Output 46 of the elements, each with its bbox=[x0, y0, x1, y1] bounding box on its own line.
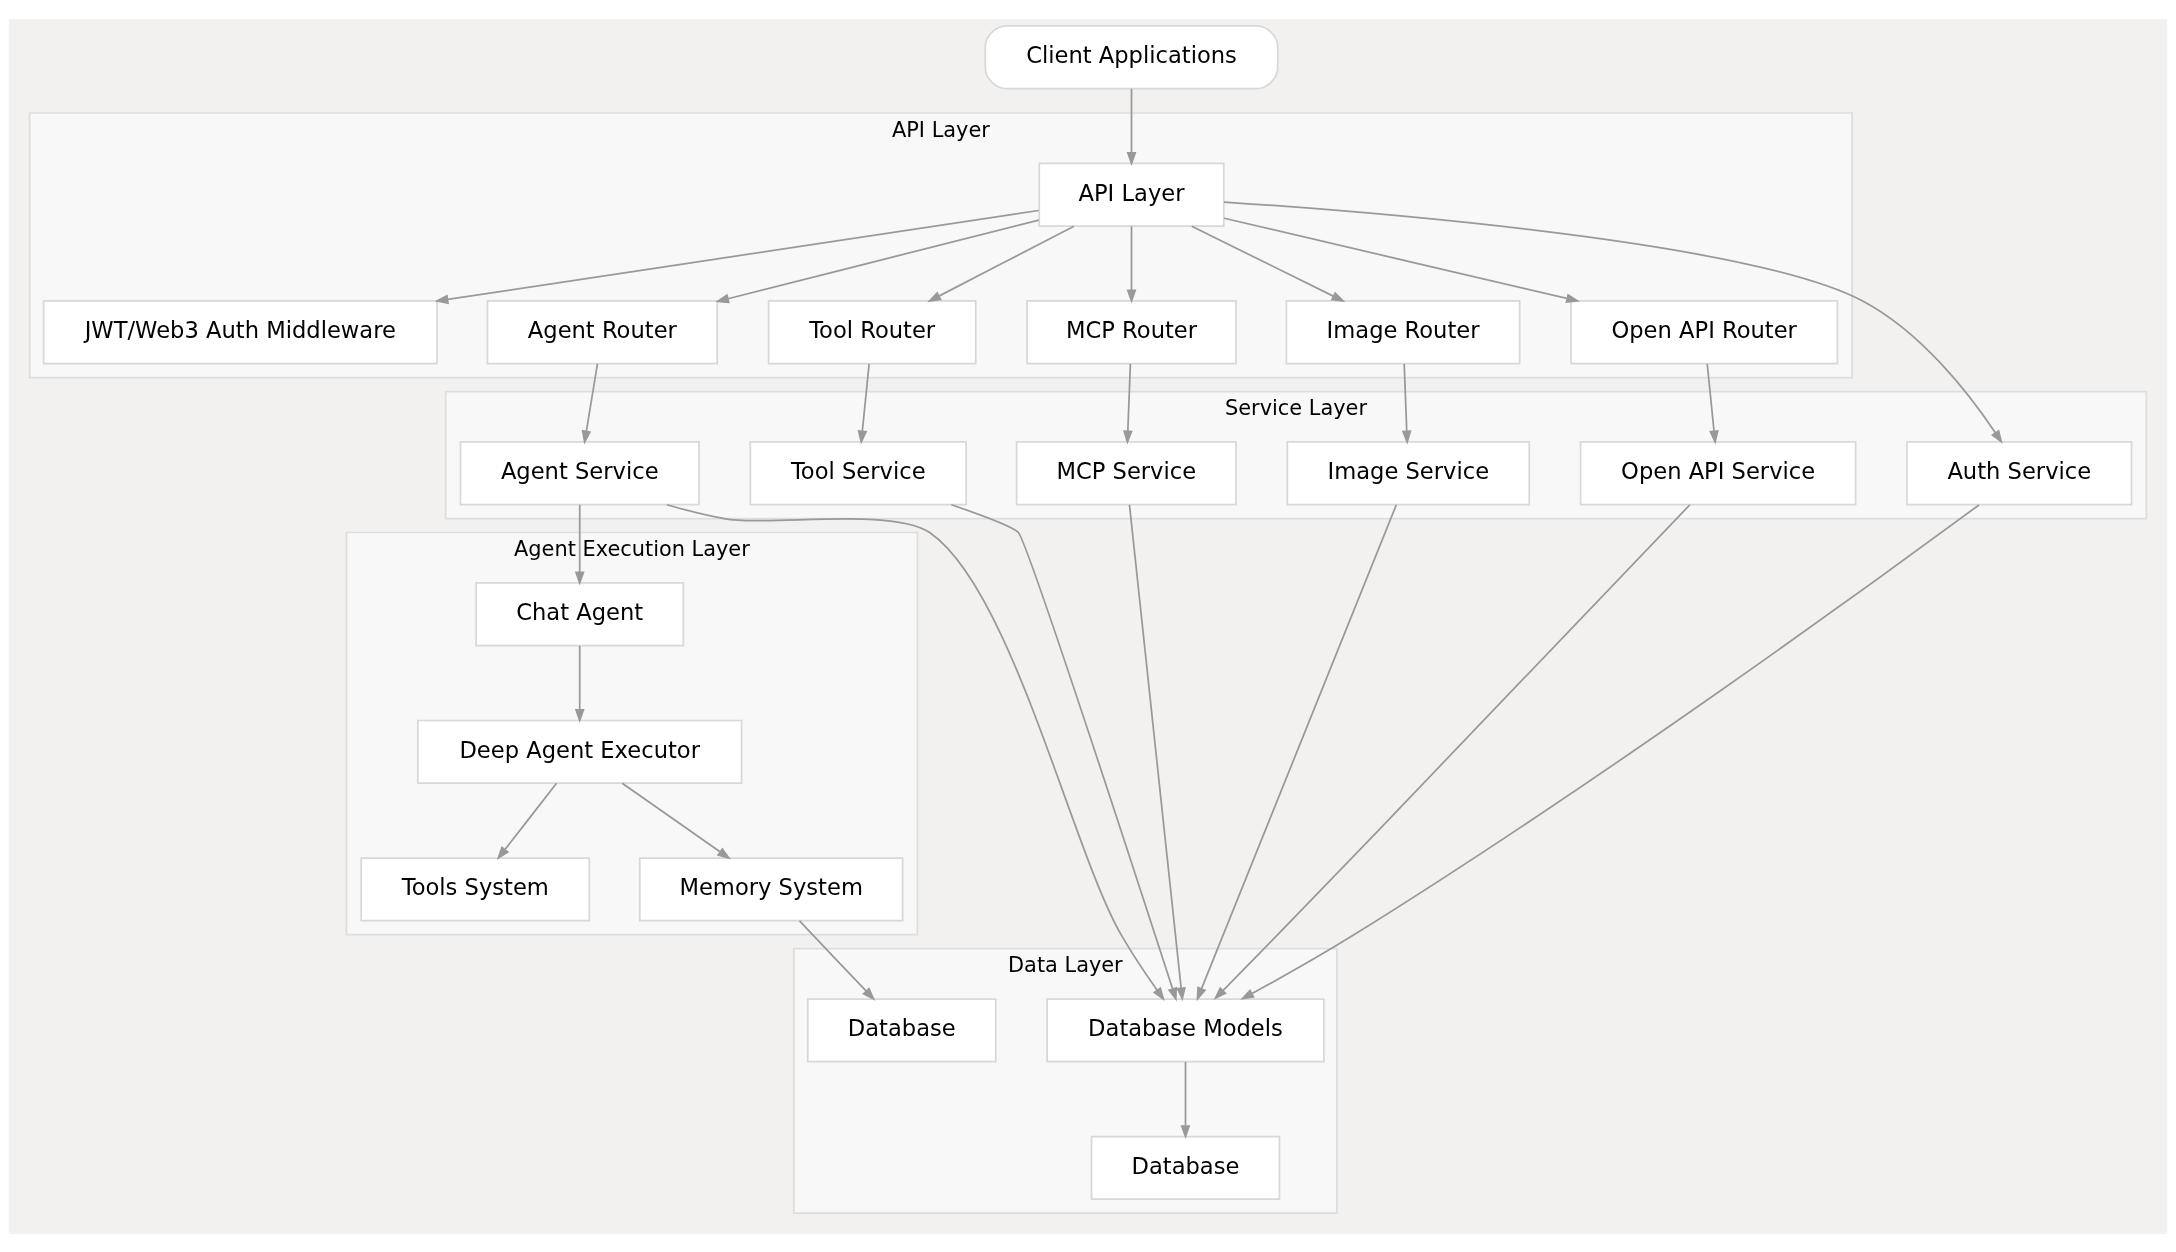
node-box: Chat Agent bbox=[475, 581, 685, 646]
node-box: API Layer bbox=[1038, 162, 1225, 227]
node-box: Tool Service bbox=[749, 440, 967, 505]
node-box: Database bbox=[1090, 1135, 1281, 1200]
arrow bbox=[798, 919, 876, 1001]
node-box: Auth Service bbox=[1906, 440, 2133, 505]
arrow bbox=[1126, 224, 1137, 304]
node-box: Agent Router bbox=[486, 299, 719, 365]
arrow bbox=[665, 503, 1165, 1001]
arrow bbox=[1213, 503, 1691, 1000]
node-box: Open API Service bbox=[1579, 440, 1857, 505]
node-box: Deep Agent Executor bbox=[416, 719, 743, 784]
arrow bbox=[574, 644, 585, 723]
node-box: Client Applications bbox=[984, 24, 1279, 89]
node-box: Tools System bbox=[360, 856, 591, 922]
arrow bbox=[1706, 362, 1719, 444]
arrow bbox=[574, 503, 585, 585]
arrow bbox=[1401, 362, 1412, 444]
arrow bbox=[581, 362, 599, 444]
arrow bbox=[1223, 216, 1581, 303]
arrow bbox=[715, 218, 1040, 303]
arrow bbox=[1240, 503, 1980, 1000]
node-box: JWT/Web3 Auth Middleware bbox=[42, 299, 438, 365]
arrow bbox=[1190, 224, 1346, 302]
arrow bbox=[1126, 87, 1137, 166]
arrow bbox=[927, 224, 1075, 302]
arrow bbox=[1128, 503, 1186, 1001]
node-box: Database Models bbox=[1046, 997, 1325, 1063]
arrow bbox=[857, 362, 870, 444]
arrow bbox=[434, 209, 1040, 304]
node-box: MCP Service bbox=[1015, 440, 1237, 505]
node-box: Memory System bbox=[638, 856, 904, 922]
arrow bbox=[1196, 503, 1398, 1001]
node-box: Image Service bbox=[1286, 440, 1531, 505]
node-box: Image Router bbox=[1285, 299, 1521, 365]
arrow bbox=[1180, 1060, 1191, 1139]
node-box: MCP Router bbox=[1026, 299, 1237, 365]
node-box: Open API Router bbox=[1570, 299, 1839, 365]
node-box: Agent Service bbox=[459, 440, 700, 505]
node-box: Tool Router bbox=[767, 299, 977, 365]
arrow bbox=[1223, 200, 2003, 444]
arrow bbox=[496, 781, 558, 860]
arrow bbox=[1122, 362, 1133, 444]
node-box: Database bbox=[806, 997, 997, 1063]
arrow bbox=[950, 503, 1177, 1001]
arrow bbox=[621, 781, 731, 859]
